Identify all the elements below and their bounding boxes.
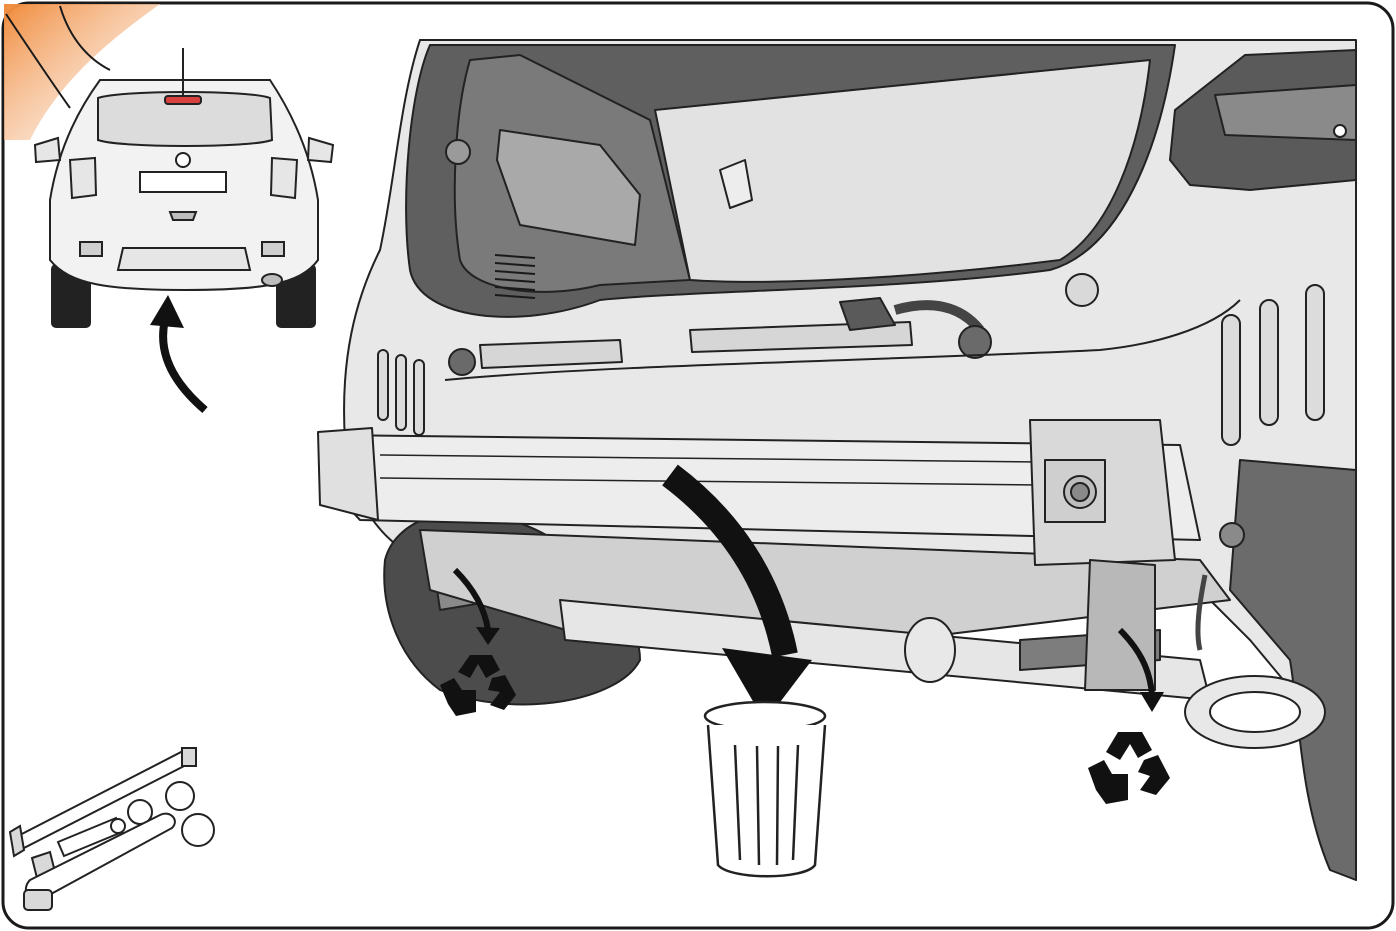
trash-bin-icon xyxy=(705,702,825,876)
